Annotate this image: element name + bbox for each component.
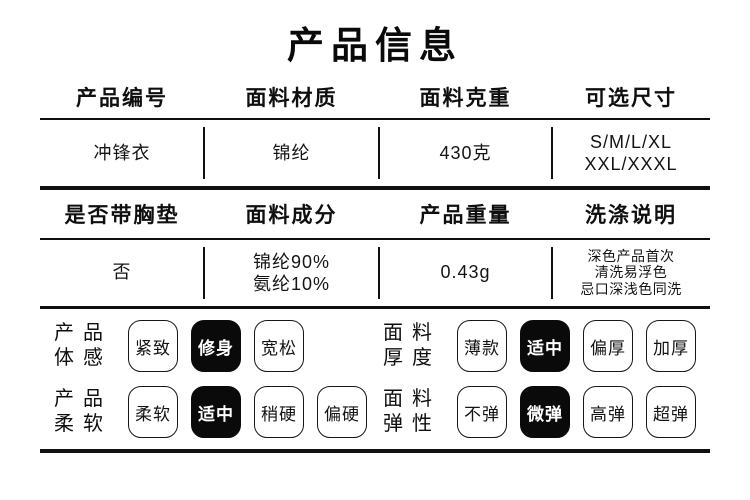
attr-label-softness: 产品 柔软: [54, 388, 112, 435]
header-product-weight: 产品重量: [419, 203, 512, 227]
header-fabric-composition: 面料成分: [245, 203, 338, 227]
header-washing-instructions: 洗涤说明: [585, 203, 677, 227]
option-hard: 偏硬: [317, 386, 367, 438]
option-thin: 薄款: [457, 320, 507, 372]
rule-thick-2: [40, 305, 710, 309]
attr-group-fabric-thickness: 面料 厚度 薄款 适中 偏厚 加厚: [383, 320, 709, 372]
header-product-code: 产品编号: [76, 87, 168, 110]
rule-thin-1: [40, 118, 710, 120]
attr-label-elasticity: 面料 弹性: [383, 388, 441, 435]
option-slightly-thick: 偏厚: [583, 320, 633, 372]
option-medium-thickness: 适中: [520, 320, 570, 372]
header-available-sizes: 可选尺寸: [585, 87, 677, 110]
option-slim-fit: 修身: [191, 320, 241, 372]
option-soft: 柔软: [128, 386, 178, 438]
value-product-type: 冲锋衣: [93, 142, 151, 163]
option-high-stretch: 高弹: [583, 386, 633, 438]
option-extra-thick: 加厚: [646, 320, 696, 372]
attribute-scales: 产品 体感 紧致 修身 宽松 面料 厚度 薄款 适中 偏厚 加厚: [40, 314, 710, 444]
spec-value-row-1: 冲锋衣 锦纶 430克 S/M/L/XL XXL/XXXL: [40, 120, 710, 186]
option-super-stretch: 超弹: [646, 386, 696, 438]
option-tight: 紧致: [128, 320, 178, 372]
value-product-weight: 0.43g: [378, 240, 552, 306]
value-chest-pad: 否: [112, 262, 132, 282]
product-spec-table: 产品编号 面料材质 面料克重 可选尺寸 冲锋衣 锦纶 430克 S/M/L/XL…: [40, 76, 710, 309]
rule-thick-1: [40, 186, 710, 190]
rule-thin-2: [40, 237, 710, 240]
option-slight-stretch: 微弹: [520, 386, 570, 438]
value-fabric-composition: 锦纶90% 氨纶10%: [203, 240, 379, 306]
spec-header-row-2: 是否带胸垫 面料成分 产品重量 洗涤说明: [40, 190, 710, 238]
page-title: 产品信息: [287, 25, 463, 66]
attr-group-elasticity: 面料 弹性 不弹 微弹 高弹 超弹: [383, 386, 709, 438]
value-fabric-material: 锦纶: [203, 120, 379, 186]
option-loose: 宽松: [254, 320, 304, 372]
rule-thick-bottom: [40, 449, 710, 453]
value-washing-instructions: 深色产品首次 清洗易浮色 忌口深浅色同洗: [551, 240, 710, 306]
attr-group-body-fit: 产品 体感 紧致 修身 宽松: [40, 320, 383, 372]
attr-group-softness: 产品 柔软 柔软 适中 稍硬 偏硬: [40, 386, 383, 438]
option-no-stretch: 不弹: [457, 386, 507, 438]
attr-label-body-fit: 产品 体感: [54, 322, 112, 369]
value-available-sizes: S/M/L/XL XXL/XXXL: [551, 120, 710, 186]
header-fabric-weight: 面料克重: [419, 87, 512, 110]
header-fabric-material: 面料材质: [245, 87, 338, 110]
option-slightly-hard: 稍硬: [254, 386, 304, 438]
value-fabric-weight: 430克: [378, 120, 552, 186]
spec-header-row-1: 产品编号 面料材质 面料克重 可选尺寸: [40, 76, 710, 118]
attr-label-fabric-thickness: 面料 厚度: [383, 322, 441, 369]
attr-row-1: 产品 体感 紧致 修身 宽松 面料 厚度 薄款 适中 偏厚 加厚: [40, 314, 710, 378]
option-medium-softness: 适中: [191, 386, 241, 438]
attr-row-2: 产品 柔软 柔软 适中 稍硬 偏硬 面料 弹性 不弹 微弹 高弹 超弹: [40, 380, 710, 444]
spec-value-row-2: 否 锦纶90% 氨纶10% 0.43g 深色产品首次 清洗易浮色 忌口深浅色同洗: [40, 240, 710, 306]
header-chest-pad: 是否带胸垫: [64, 203, 180, 227]
